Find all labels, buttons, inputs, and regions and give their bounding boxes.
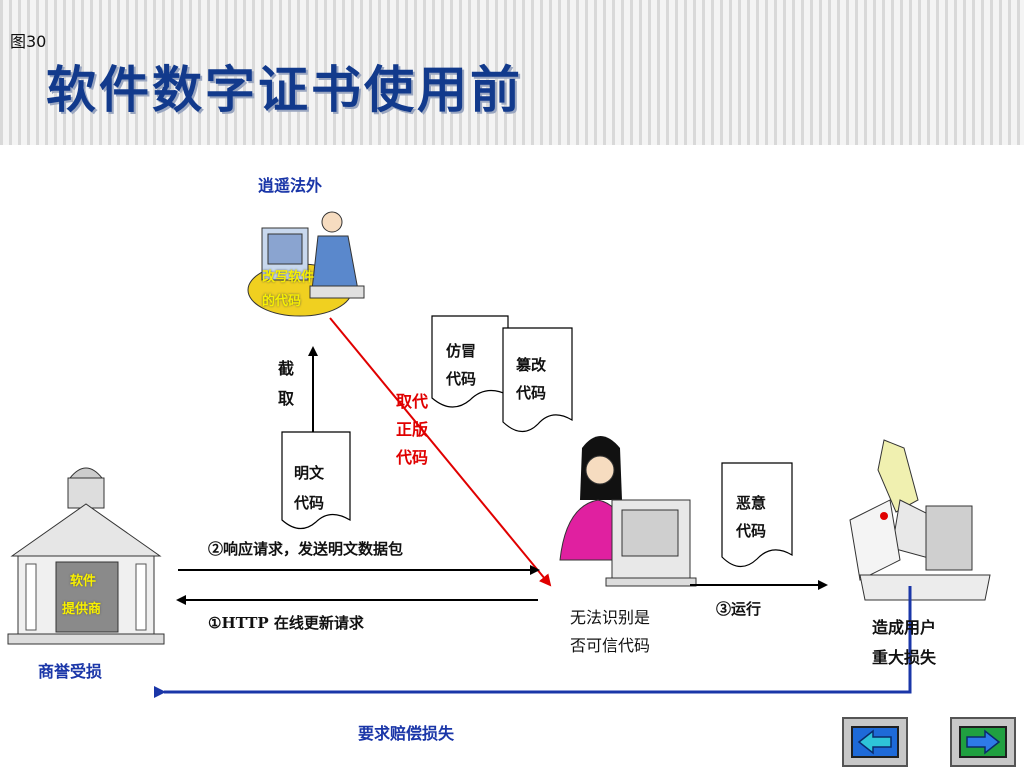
loss-label-2: 重大损失 (872, 648, 937, 667)
plaintext-doc-shape (281, 431, 351, 530)
figure-label: 图30 (10, 32, 47, 51)
malicious-doc-line-1: 恶意 (736, 494, 767, 512)
escaper-screen-line-1: 改写软件 (262, 270, 315, 285)
user-figure (559, 436, 697, 587)
hacker-figure (247, 211, 365, 317)
tamper-doc-line-1: 篡改 (516, 356, 547, 374)
intercept-label-2: 取 (278, 389, 295, 408)
vendor-screen-line-1: 软件 (70, 574, 97, 589)
compensation-label: 要求赔偿损失 (358, 724, 455, 743)
vendor-building (7, 467, 165, 645)
malicious-doc-shape (721, 462, 793, 568)
loss-label-1: 造成用户 (872, 618, 937, 637)
vendor-screen-line-2: 提供商 (62, 602, 102, 617)
right-arrow-icon (961, 728, 1005, 756)
escaper-screen-line-2: 的代码 (262, 294, 302, 309)
response-label: ②响应请求，发送明文数据包 (208, 540, 404, 558)
fake-doc-line-1: 仿冒 (446, 342, 477, 360)
escaper-label: 逍遥法外 (258, 176, 323, 195)
replace-label-3: 代码 (396, 448, 429, 467)
replace-label-1: 取代 (396, 392, 429, 411)
tamper-doc-line-2: 代码 (516, 384, 547, 402)
replace-arrow (329, 317, 552, 587)
next-slide-button[interactable] (950, 717, 1016, 767)
fake-doc-shape (431, 315, 509, 408)
malicious-doc-line-2: 代码 (736, 522, 767, 540)
compensation-arrow (154, 586, 912, 698)
user-label-2: 否可信代码 (570, 636, 651, 655)
plaintext-doc-line-1: 明文 (294, 464, 325, 482)
left-arrow-icon (853, 728, 897, 756)
run-label: ③运行 (716, 600, 762, 618)
slide-header (0, 0, 1024, 145)
prev-slide-button[interactable] (842, 717, 908, 767)
loss-figure (849, 439, 991, 601)
request-label: ①HTTP 在线更新请求 (208, 614, 364, 632)
page-title: 软件数字证书使用前 (46, 61, 523, 119)
plaintext-doc-line-2: 代码 (294, 494, 325, 512)
vendor-label: 商誉受损 (38, 662, 103, 681)
intercept-label-1: 截 (278, 359, 295, 378)
user-label-1: 无法识别是 (570, 608, 651, 627)
replace-label-2: 正版 (396, 420, 429, 439)
tamper-doc-shape (502, 327, 573, 433)
fake-doc-line-2: 代码 (446, 370, 477, 388)
